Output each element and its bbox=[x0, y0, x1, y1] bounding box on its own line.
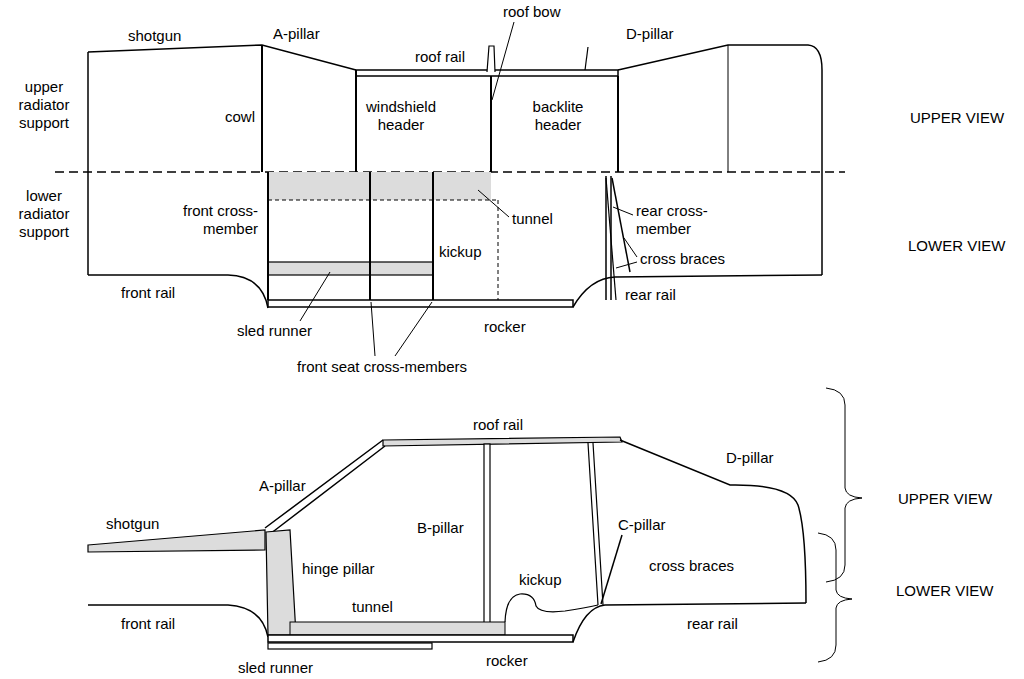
part-label: B-pillar bbox=[417, 519, 464, 537]
part-label: front rail bbox=[121, 284, 175, 302]
part-label: roof rail bbox=[415, 48, 465, 66]
part-label: front rail bbox=[121, 615, 175, 633]
part-label: roof bow bbox=[503, 3, 561, 21]
part-label: rear rail bbox=[687, 615, 738, 633]
part-label: roof rail bbox=[473, 416, 523, 434]
part-label: kickup bbox=[439, 243, 482, 261]
part-label: D-pillar bbox=[626, 25, 674, 43]
part-label: tunnel bbox=[352, 598, 393, 616]
part-label: cross braces bbox=[649, 557, 734, 575]
part-label: UPPER VIEW bbox=[910, 109, 1004, 127]
part-label: cross braces bbox=[640, 250, 725, 268]
part-label: tunnel bbox=[512, 210, 553, 228]
part-label: UPPER VIEW bbox=[898, 490, 992, 508]
part-label: rocker bbox=[486, 652, 528, 670]
part-label: C-pillar bbox=[618, 516, 666, 534]
part-label: rear cross-member bbox=[636, 202, 736, 238]
part-label: sled runner bbox=[238, 659, 313, 677]
part-label: front seat cross-members bbox=[297, 358, 467, 376]
part-label: shotgun bbox=[128, 27, 181, 45]
part-label: D-pillar bbox=[726, 449, 774, 467]
part-label: windshield header bbox=[359, 98, 443, 134]
part-label: kickup bbox=[519, 571, 562, 589]
part-label: A-pillar bbox=[273, 25, 320, 43]
part-label: hinge pillar bbox=[302, 560, 375, 578]
part-label: rocker bbox=[484, 318, 526, 336]
part-label: rear rail bbox=[625, 286, 676, 304]
part-label: upper radiator support bbox=[8, 78, 80, 132]
part-label: backlite header bbox=[518, 98, 598, 134]
part-label: shotgun bbox=[106, 515, 159, 533]
part-label: sled runner bbox=[237, 322, 312, 340]
part-label: front cross-member bbox=[158, 202, 258, 238]
part-label: LOWER VIEW bbox=[896, 582, 994, 600]
part-label: lower radiator support bbox=[8, 187, 80, 241]
part-label: A-pillar bbox=[259, 477, 306, 495]
part-label: LOWER VIEW bbox=[908, 237, 1006, 255]
part-label: cowl bbox=[225, 108, 255, 126]
